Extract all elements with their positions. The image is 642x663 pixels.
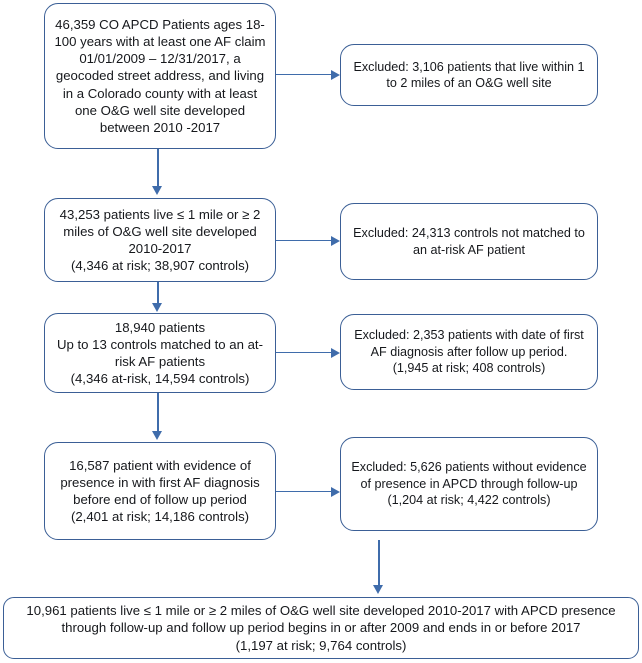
excluded-node-af-diagnosis-after-followup: Excluded: 2,353 patients with date of fi…	[340, 314, 598, 390]
main-node-2-text: 43,253 patients live ≤ 1 mile or ≥ 2 mil…	[59, 206, 261, 274]
arrowhead-right-to-excluded1	[331, 70, 340, 80]
final-analytic-cohort: 10,961 patients live ≤ 1 mile or ≥ 2 mil…	[3, 597, 639, 659]
main-node-1-text: 46,359 CO APCD Patients ages 18-100 year…	[54, 16, 266, 135]
main-node-4-text: 16,587 patient with evidence of presence…	[60, 457, 260, 525]
excluded-node-no-apcd-presence: Excluded: 5,626 patients without evidenc…	[340, 437, 598, 531]
arrowhead-down-to-main2	[152, 186, 162, 195]
connector-main1-to-main2	[157, 149, 159, 189]
main-node-3-text: 18,940 patients Up to 13 controls matche…	[57, 319, 263, 387]
excluded-node-2-text: Excluded: 24,313 controls not matched to…	[353, 226, 585, 257]
excluded-node-unmatched-controls: Excluded: 24,313 controls not matched to…	[340, 203, 598, 280]
excluded-node-distance-1-to-2-miles: Excluded: 3,106 patients that live withi…	[340, 44, 598, 106]
arrowhead-right-to-excluded4	[331, 487, 340, 497]
main-node-matched-patients: 18,940 patients Up to 13 controls matche…	[44, 313, 276, 393]
main-node-presence-evidence: 16,587 patient with evidence of presence…	[44, 442, 276, 540]
arrowhead-right-to-excluded2	[331, 236, 340, 246]
excluded-node-4-text: Excluded: 5,626 patients without evidenc…	[351, 460, 587, 508]
main-node-distance-eligible: 43,253 patients live ≤ 1 mile or ≥ 2 mil…	[44, 198, 276, 282]
connector-main4-to-excluded4	[276, 491, 338, 493]
connector-main2-to-excluded2	[276, 240, 338, 242]
final-node-text: 10,961 patients live ≤ 1 mile or ≥ 2 mil…	[26, 603, 616, 653]
connector-main4-to-final	[378, 540, 380, 588]
connector-main3-to-excluded3	[276, 352, 338, 354]
main-node-eligible-apcd-patients: 46,359 CO APCD Patients ages 18-100 year…	[44, 3, 276, 149]
excluded-node-3-text: Excluded: 2,353 patients with date of fi…	[354, 328, 584, 376]
connector-main1-to-excluded1	[276, 74, 338, 76]
connector-main2-to-main3	[157, 282, 159, 306]
arrowhead-down-to-main3	[152, 303, 162, 312]
arrowhead-right-to-excluded3	[331, 348, 340, 358]
arrowhead-down-to-main4	[152, 431, 162, 440]
connector-main3-to-main4	[157, 393, 159, 434]
arrowhead-down-to-final	[373, 585, 383, 594]
excluded-node-1-text: Excluded: 3,106 patients that live withi…	[353, 59, 585, 90]
